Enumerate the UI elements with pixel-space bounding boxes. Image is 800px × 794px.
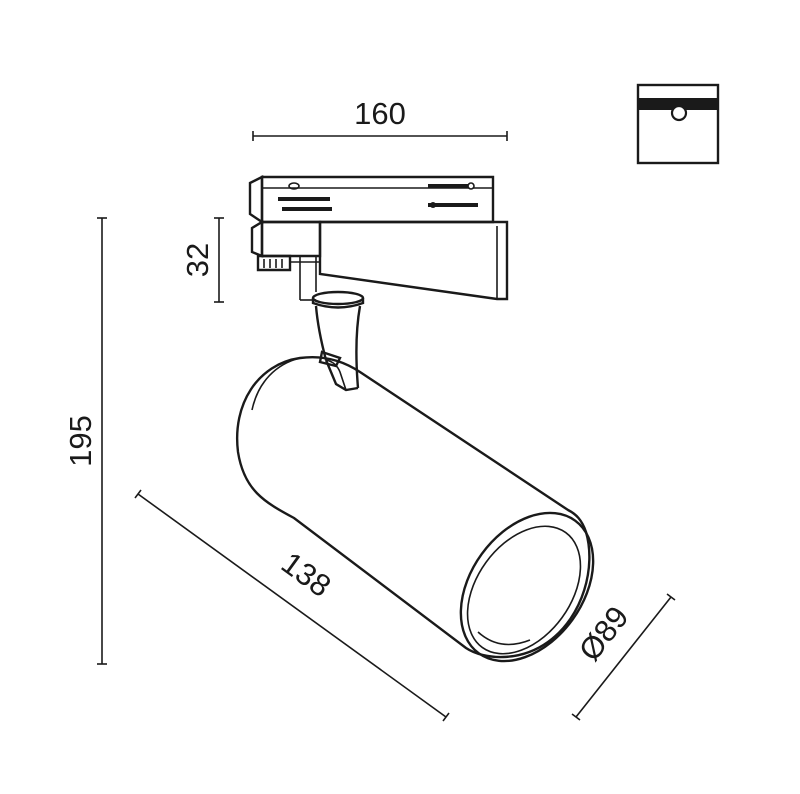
width-dimension: 160: [252, 96, 508, 141]
diameter-label: Ø89: [572, 600, 636, 668]
total-height-label: 195: [63, 415, 98, 467]
spotlight-body: [235, 355, 595, 663]
diameter-dimension: Ø89: [571, 593, 676, 721]
track-mount-icon: [636, 83, 720, 165]
adapter-height-dimension: 32: [180, 217, 224, 303]
track-adapter: [248, 175, 509, 301]
body-length-dimension: 138: [134, 489, 450, 722]
width-label: 160: [354, 96, 406, 131]
body-length-label: 138: [275, 545, 337, 604]
adapter-height-label: 32: [180, 243, 215, 277]
swivel-joint: [311, 290, 365, 392]
total-height-dimension: 195: [63, 217, 107, 665]
